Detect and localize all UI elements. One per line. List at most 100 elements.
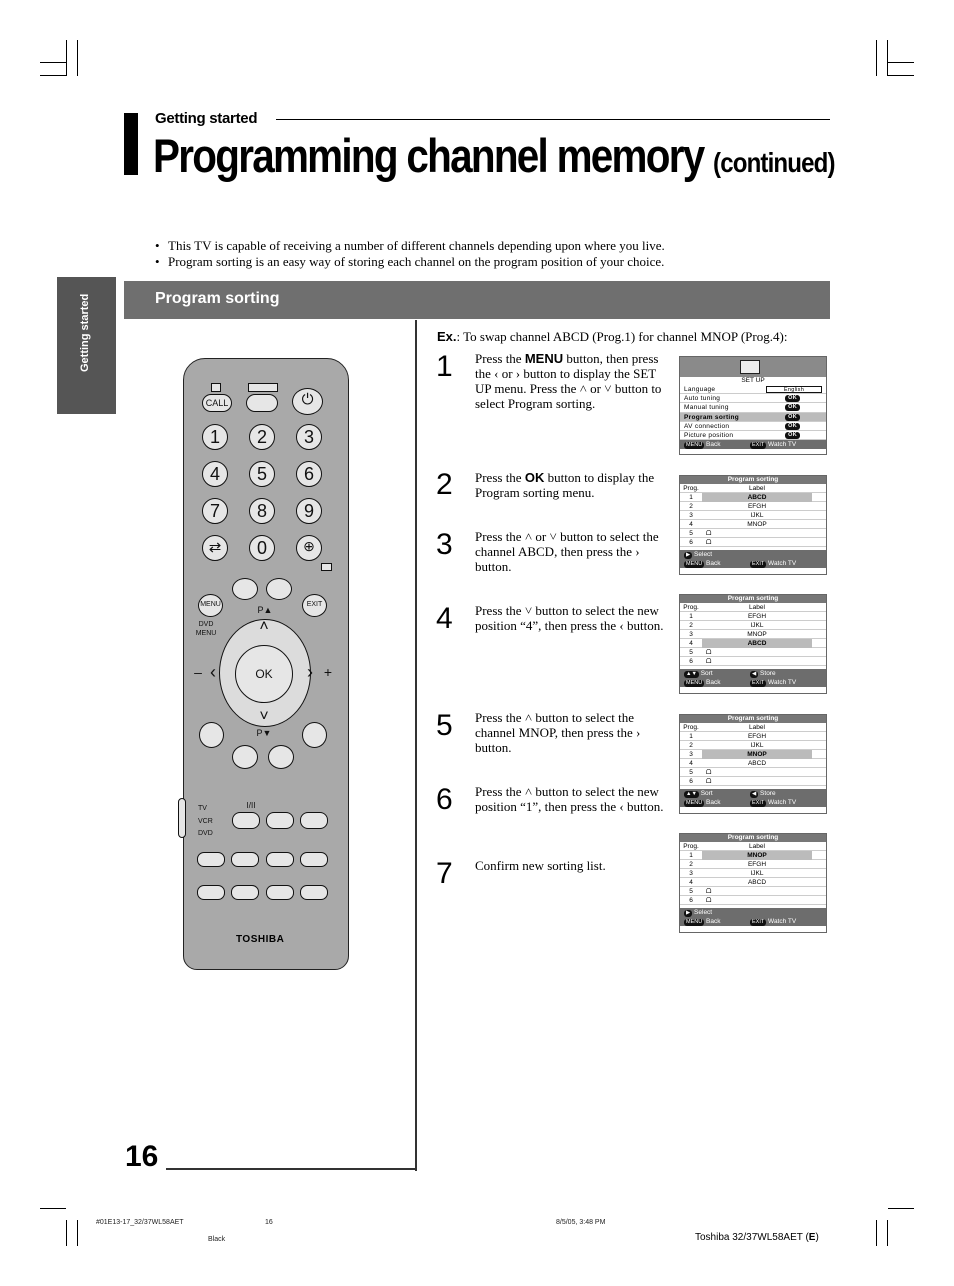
menu-button[interactable] <box>198 594 223 617</box>
next-button[interactable] <box>300 885 328 900</box>
number-button[interactable] <box>202 461 228 487</box>
row-prog: 2 <box>689 861 693 868</box>
exit-button[interactable] <box>302 594 327 617</box>
key-badge: ◀ <box>750 671 759 678</box>
crop-mark <box>876 1220 877 1246</box>
footer-text: Back <box>706 918 721 925</box>
input-button[interactable] <box>296 535 322 561</box>
step-text-part: Press the <box>475 351 525 366</box>
row-prog: 5 <box>689 530 693 537</box>
col-label: Label <box>749 485 765 492</box>
play-button[interactable] <box>266 852 294 867</box>
row-prog: 2 <box>689 622 693 629</box>
number-button[interactable] <box>249 535 275 561</box>
mute-button[interactable] <box>300 812 328 829</box>
exit-key-badge: EXIT <box>750 919 767 926</box>
number-button[interactable] <box>296 424 322 450</box>
number-button[interactable] <box>296 498 322 524</box>
dual-sound-button[interactable] <box>232 812 260 829</box>
number-button[interactable] <box>249 498 275 524</box>
ok-button[interactable] <box>235 645 293 703</box>
number-button[interactable] <box>296 461 322 487</box>
power-button[interactable] <box>292 388 323 415</box>
arrow-up-icon[interactable]: ˄ <box>259 618 269 635</box>
column-divider <box>415 320 417 1171</box>
number-button[interactable] <box>249 461 275 487</box>
ok-label: OK <box>255 667 273 681</box>
row-prog: 4 <box>689 521 693 528</box>
model-region: E <box>808 1232 816 1243</box>
blue-button[interactable] <box>302 722 327 748</box>
volume-up-icon: + <box>323 664 333 680</box>
table-row: 4 ABCD <box>680 639 826 648</box>
row-label: ABCD <box>702 493 812 502</box>
step-text: Press the OK button to display the Progr… <box>475 470 665 500</box>
page-number: 16 <box>125 1140 159 1173</box>
step-text: Press the MENU button, then press the ‹ … <box>475 351 665 411</box>
number-label: 6 <box>303 464 314 484</box>
row-prog: 2 <box>689 503 693 510</box>
rewind-button[interactable] <box>231 852 259 867</box>
row-prog: 5 <box>689 888 693 895</box>
screen-footer: ▲▼ Sort◀ Store <box>680 789 826 798</box>
picture-text-icon <box>248 383 278 392</box>
crop-mark <box>66 40 67 76</box>
stop-button[interactable] <box>266 885 294 900</box>
number-button[interactable] <box>249 424 275 450</box>
menu-key-badge: MENU <box>684 919 705 926</box>
crop-mark <box>40 62 66 63</box>
recall-button[interactable] <box>202 535 228 561</box>
section-label: Getting started <box>155 110 258 127</box>
eject-button[interactable] <box>197 852 225 867</box>
yellow-button[interactable] <box>268 745 294 769</box>
step-number: 6 <box>436 783 453 816</box>
aspect-button[interactable] <box>266 578 292 600</box>
example-line: Ex.: To swap channel ABCD (Prog.1) for c… <box>437 329 787 345</box>
arrow-left-icon[interactable]: ‹ <box>210 662 216 682</box>
number-button[interactable] <box>202 498 228 524</box>
surround-button[interactable] <box>266 812 294 829</box>
row-prog: 4 <box>689 640 693 647</box>
row-label: ABCD <box>702 639 812 648</box>
menu-key-badge: MENU <box>684 680 705 687</box>
col-prog: Prog. <box>683 843 699 850</box>
exit-label: EXIT <box>306 601 323 608</box>
number-button[interactable] <box>202 424 228 450</box>
step-key: OK <box>524 470 545 485</box>
row-label: ᗝ <box>706 778 712 785</box>
arrow-right-icon[interactable]: › <box>307 662 313 682</box>
pause-button[interactable] <box>197 885 225 900</box>
step-text-part: button, then press the ‹ or › button to … <box>475 351 662 411</box>
red-button[interactable] <box>199 722 224 748</box>
remote-brand-logo: TOSHIBA <box>236 934 285 945</box>
menu-key-badge: MENU <box>684 561 705 568</box>
setup-row-label: Program sorting <box>684 413 740 421</box>
picture-mode-button[interactable] <box>232 578 258 600</box>
previous-button[interactable] <box>231 885 259 900</box>
mode-switch[interactable] <box>178 798 186 838</box>
key-badge: ▲▼ <box>684 671 699 678</box>
footer-text: Select <box>694 909 713 916</box>
footer-date: 8/5/05, 3:48 PM <box>556 1219 606 1226</box>
setup-row-label: Language <box>684 386 716 393</box>
number-label: 8 <box>256 501 267 521</box>
menu-key-badge: MENU <box>684 442 705 450</box>
row-label: ᗝ <box>706 649 712 656</box>
fast-forward-button[interactable] <box>300 852 328 867</box>
menu-label: MENU <box>200 601 221 608</box>
row-label: EFGH <box>747 861 767 868</box>
call-button[interactable] <box>202 394 232 412</box>
model-suffix: ) <box>815 1232 819 1243</box>
setup-row-label: Manual tuning <box>684 404 729 412</box>
intro-bullets: This TV is capable of receiving a number… <box>155 238 665 269</box>
side-tab-label: Getting started <box>79 293 91 372</box>
text-mode-button[interactable] <box>246 394 278 412</box>
step-text-part: button to display the Program sorting me… <box>475 470 655 500</box>
green-button[interactable] <box>232 745 258 769</box>
key-badge: ▶ <box>684 552 693 559</box>
arrow-down-icon[interactable]: ˅ <box>259 708 269 725</box>
